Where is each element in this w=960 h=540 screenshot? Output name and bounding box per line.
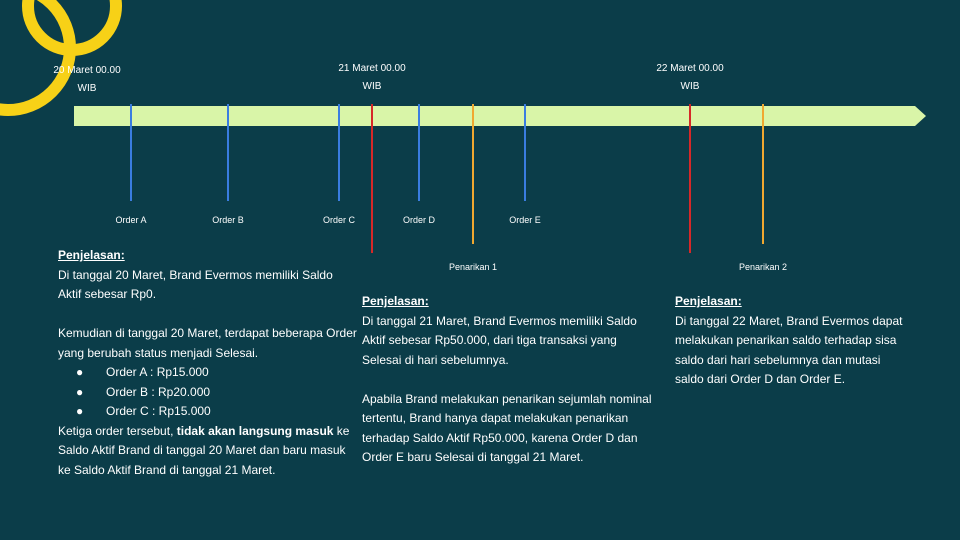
order-amount: Order A : Rp15.000 xyxy=(106,365,209,379)
decorative-ring-small xyxy=(22,0,122,56)
order-amount: Order B : Rp20.000 xyxy=(106,384,211,399)
order-c-label: Order C xyxy=(322,215,356,225)
paragraph-text: Ketiga order tersebut, xyxy=(58,423,177,438)
list-item: ●Order C : Rp15.000 xyxy=(76,404,211,418)
list-item: ●Order B : Rp20.000 xyxy=(76,384,211,399)
withdrawal-2-label: Penarikan 2 xyxy=(738,262,788,272)
explanation-heading: Penjelasan: xyxy=(362,294,429,308)
date-label-line1: 20 Maret 00.00 xyxy=(53,65,121,76)
date-label-line2: WIB xyxy=(77,83,97,94)
date-label-21-maret: 21 Maret 00.00 WIB xyxy=(325,60,419,96)
explanation-22-maret: Penjelasan: Di tanggal 22 Maret, Brand E… xyxy=(675,292,907,390)
emphasis-text: tidak akan langsung masuk xyxy=(176,423,334,438)
explanation-paragraph: Ketiga order tersebut, tidak akan langsu… xyxy=(58,422,358,481)
explanation-heading: Penjelasan: xyxy=(58,248,125,262)
order-list: ●Order A : Rp15.000 ●Order B : Rp20.000 … xyxy=(58,363,358,422)
order-amount: Order C : Rp15.000 xyxy=(106,404,211,418)
explanation-paragraph: Kemudian di tanggal 20 Maret, terdapat b… xyxy=(58,326,357,360)
order-e-label: Order E xyxy=(509,215,541,225)
order-b-label: Order B xyxy=(212,215,244,225)
explanation-heading: Penjelasan: xyxy=(675,294,742,308)
date-label-20-maret: 20 Maret 00.00 WIB xyxy=(40,62,134,98)
order-d-label: Order D xyxy=(402,215,436,225)
timeline-bar xyxy=(74,106,926,126)
date-label-line2: WIB xyxy=(362,81,382,92)
decorative-rings xyxy=(0,0,122,116)
list-item: ●Order A : Rp15.000 xyxy=(76,365,209,379)
explanation-paragraph: Apabila Brand melakukan penarikan sejuml… xyxy=(362,391,652,465)
date-label-line2: WIB xyxy=(680,81,700,92)
order-a-label: Order A xyxy=(115,215,147,225)
date-label-line1: 21 Maret 00.00 xyxy=(338,63,406,74)
explanation-paragraph: Di tanggal 22 Maret, Brand Evermos dapat… xyxy=(675,313,903,387)
date-label-22-maret: 22 Maret 00.00 WIB xyxy=(643,60,737,96)
timeline xyxy=(74,104,926,253)
date-label-line1: 22 Maret 00.00 xyxy=(656,63,724,74)
explanation-20-maret: Penjelasan: Di tanggal 20 Maret, Brand E… xyxy=(58,246,358,480)
explanation-21-maret: Penjelasan: Di tanggal 21 Maret, Brand E… xyxy=(362,292,658,468)
explanation-paragraph: Di tanggal 21 Maret, Brand Evermos memil… xyxy=(362,313,637,367)
withdrawal-1-label: Penarikan 1 xyxy=(448,262,498,272)
explanation-paragraph: Di tanggal 20 Maret, Brand Evermos memil… xyxy=(58,267,333,302)
paragraph-text: ke Saldo Aktif Brand di tanggal 20 Maret… xyxy=(58,423,350,477)
